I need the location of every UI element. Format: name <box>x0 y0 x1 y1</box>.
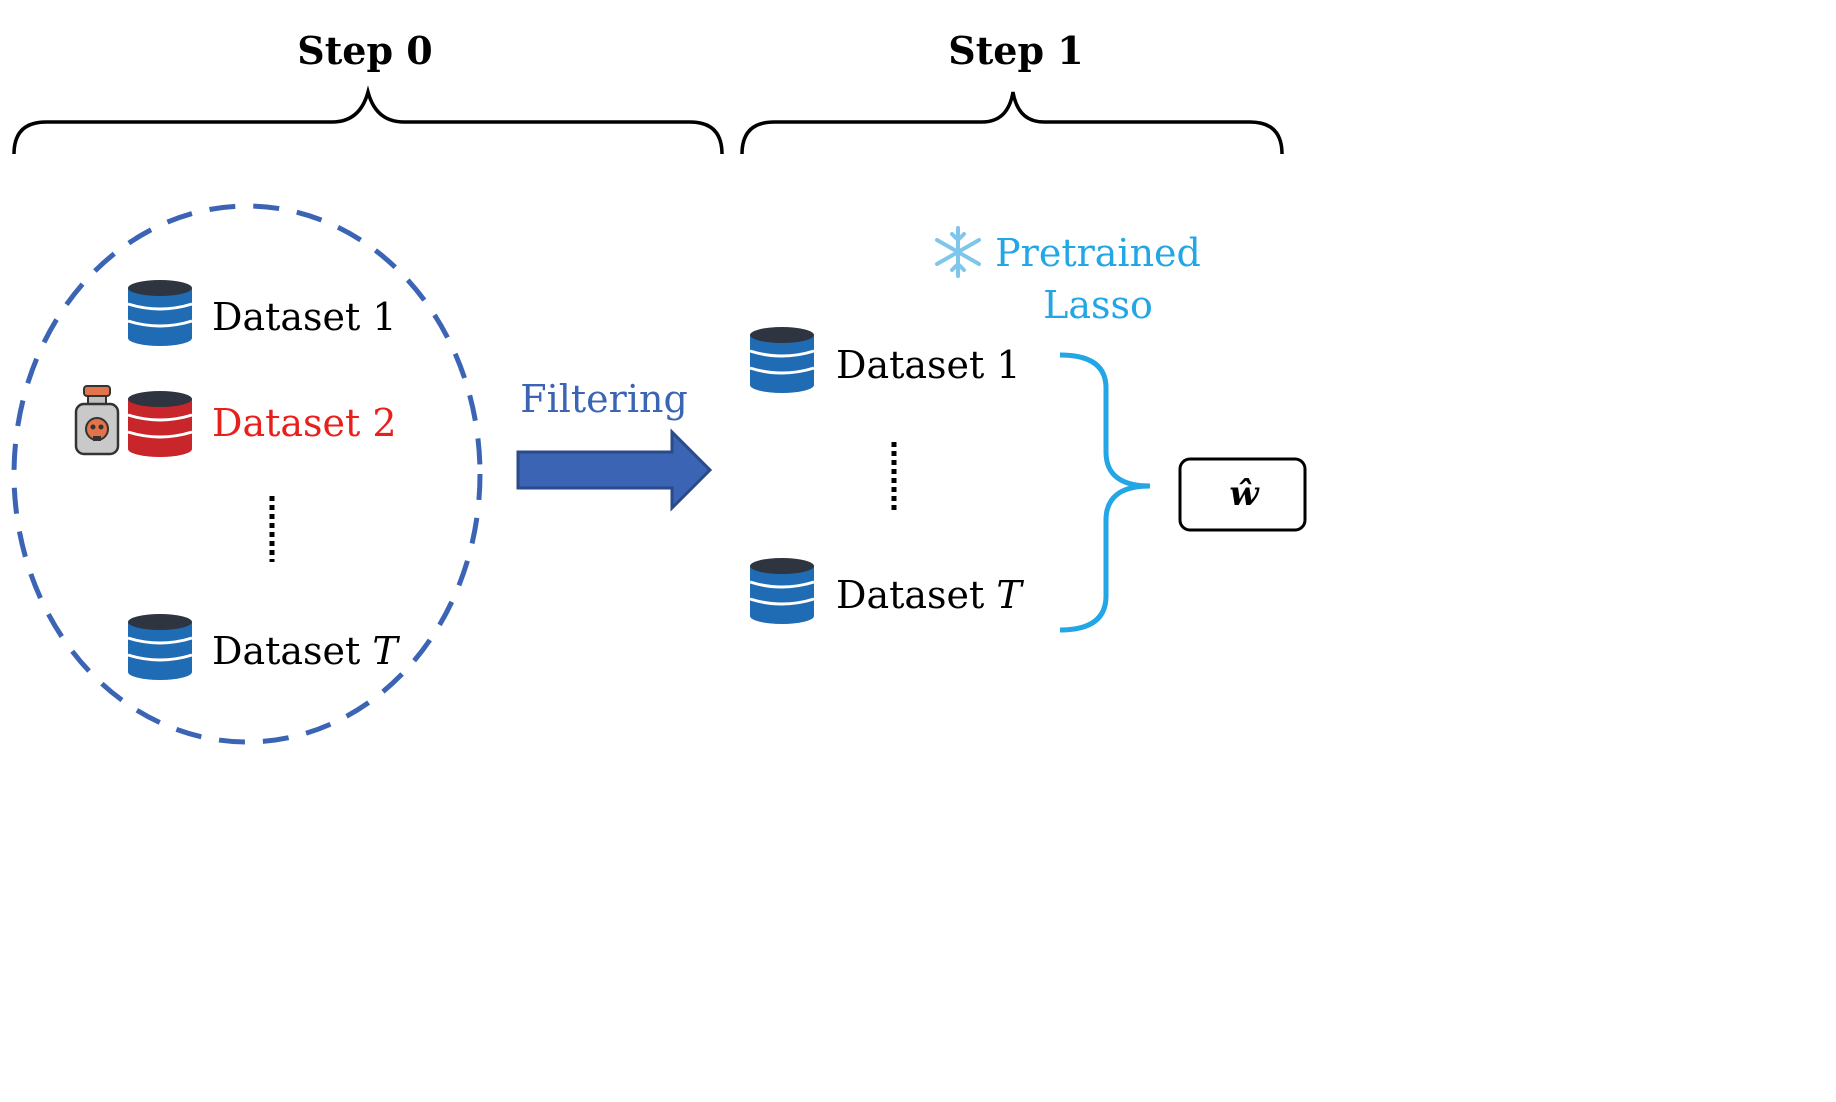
poison-bottle-icon <box>74 385 120 456</box>
right-dataset-T-label: Dataset T <box>836 573 1024 617</box>
output-symbol: ŵ <box>1229 474 1260 514</box>
database-icon <box>748 556 816 626</box>
snowflake-icon <box>935 226 981 278</box>
step-1-title: Step 1 <box>948 28 1083 73</box>
left-dataset-T-label: Dataset T <box>212 629 400 673</box>
right-dataset-1-label: Dataset 1 <box>836 343 1021 387</box>
filtering-arrow <box>516 428 713 512</box>
lasso-brace <box>1059 352 1151 633</box>
left-dataset-1-label: Dataset 1 <box>212 295 397 339</box>
database-icon <box>126 278 194 348</box>
method-label-line2: Lasso <box>1043 283 1153 327</box>
method-label-line1: Pretrained <box>995 231 1201 275</box>
step-0-title: Step 0 <box>297 28 432 73</box>
left-dataset-2-label: Dataset 2 <box>212 401 397 445</box>
output-box <box>1178 457 1307 532</box>
step-1-brace <box>740 91 1284 155</box>
database-icon <box>126 612 194 682</box>
filtering-label: Filtering <box>520 377 688 421</box>
step-0-brace <box>12 85 724 155</box>
database-icon <box>126 389 194 459</box>
dataset-pool-boundary <box>11 203 483 745</box>
database-icon <box>748 325 816 395</box>
